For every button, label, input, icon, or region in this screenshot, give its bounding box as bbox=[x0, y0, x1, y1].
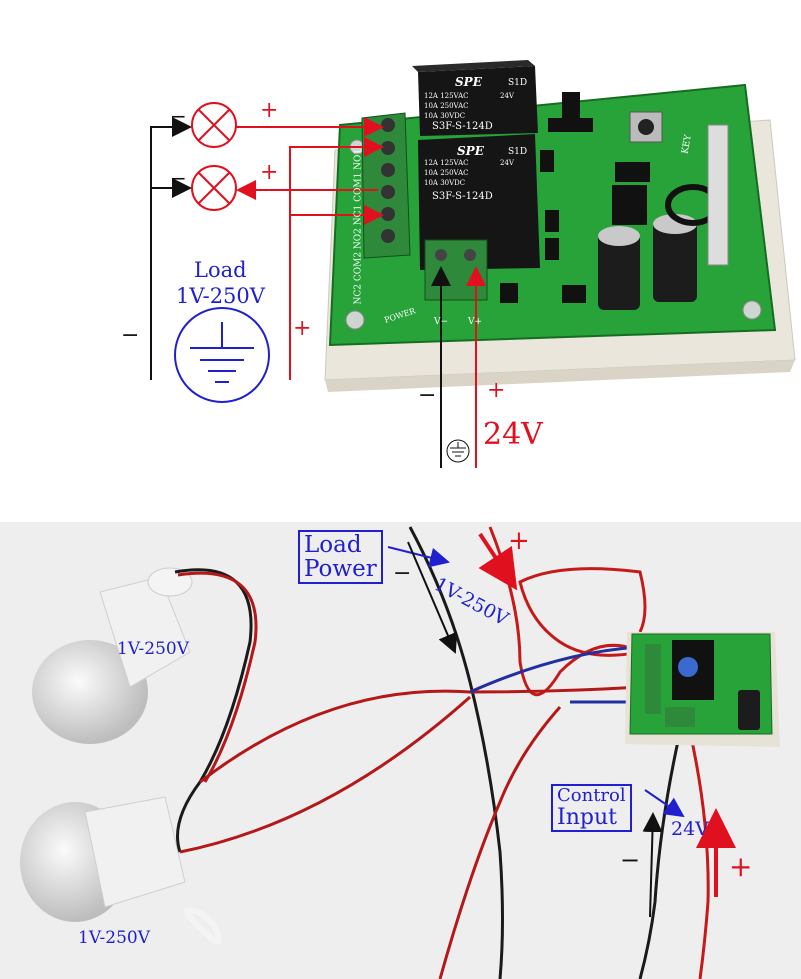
load-negative-arrow bbox=[407, 541, 458, 654]
relay-2-brand: SPE bbox=[457, 144, 484, 158]
load-positive-wire bbox=[236, 117, 384, 380]
control-plus: + bbox=[729, 850, 753, 883]
diode bbox=[540, 150, 554, 172]
power-terminal-block bbox=[424, 239, 488, 301]
jumper-header bbox=[548, 92, 593, 132]
relay-1-coil: 24V bbox=[500, 92, 514, 100]
bulb-2 bbox=[20, 796, 222, 945]
load-power-line2: Power bbox=[304, 556, 377, 583]
relay-module-board bbox=[625, 632, 780, 747]
wiring-photo-drawing bbox=[20, 526, 780, 979]
relay-1-brand: SPE bbox=[455, 75, 482, 89]
v-plus-label: V+ bbox=[468, 317, 483, 327]
load-power-arrow bbox=[387, 546, 450, 568]
lamp-2-icon bbox=[191, 165, 237, 211]
supply-plus-label: + bbox=[487, 378, 506, 403]
relay-1-code: S1D bbox=[508, 78, 528, 88]
relay-2-rating-2: 10A 250VAC bbox=[424, 169, 469, 177]
supply-voltage-label: 24V bbox=[483, 417, 543, 452]
bulb-1 bbox=[32, 567, 193, 744]
relay-2-coil: 24V bbox=[500, 159, 514, 167]
bulb-2-label: 1V-250V bbox=[78, 928, 151, 948]
top-wiring-diagram bbox=[150, 60, 796, 468]
output-terminal-block bbox=[361, 112, 411, 259]
control-negative-arrow bbox=[642, 812, 663, 918]
lamp-2-minus: − bbox=[170, 166, 187, 190]
v-minus-label: V− bbox=[434, 317, 449, 327]
regulator bbox=[562, 285, 586, 303]
control-minus: − bbox=[620, 846, 641, 874]
relay-2 bbox=[418, 134, 540, 270]
ground-symbol-icon bbox=[174, 307, 270, 403]
load-label: Load bbox=[194, 258, 247, 282]
relay-1-rating-1: 12A 125VAC bbox=[424, 92, 469, 100]
chip-ic-small bbox=[615, 162, 650, 182]
relay-2-rating-3: 10A 30VDC bbox=[424, 179, 466, 187]
relay-2-model: S3F-S-124D bbox=[432, 191, 493, 202]
relay-1-model: S3F-S-124D bbox=[432, 121, 493, 132]
load-power-box: Load Power bbox=[298, 530, 383, 585]
relay-1 bbox=[412, 60, 538, 136]
capacitors bbox=[598, 214, 697, 310]
load-power-minus: − bbox=[393, 561, 412, 586]
relay-1-rating-2: 10A 250VAC bbox=[424, 102, 469, 110]
diode bbox=[500, 283, 518, 303]
crystal bbox=[707, 124, 729, 266]
control-input-box: Control Input bbox=[551, 784, 632, 832]
control-line2: Input bbox=[557, 804, 617, 830]
relay-2-rating-1: 12A 125VAC bbox=[424, 159, 469, 167]
load-power-line1: Load bbox=[304, 532, 362, 558]
lamp-1-minus: − bbox=[170, 104, 187, 128]
chip-ic bbox=[612, 185, 647, 225]
relay-1-rating-3: 10A 30VDC bbox=[424, 112, 466, 120]
load-positive-arrow bbox=[478, 532, 518, 591]
diode bbox=[545, 238, 559, 260]
lamp-1-icon bbox=[191, 102, 237, 148]
key-button bbox=[629, 111, 663, 143]
supply-minus-label: − bbox=[418, 383, 437, 408]
terminal-labels: NC2 COM2 NO2 NC1 COM1 NO1 bbox=[353, 148, 364, 305]
lamp-1-plus: + bbox=[260, 98, 279, 123]
relay-2-code: S1D bbox=[508, 147, 528, 157]
load-plus-label: + bbox=[293, 316, 312, 341]
control-line1: Control bbox=[557, 785, 626, 806]
load-range-label: 1V-250V bbox=[176, 284, 265, 308]
lamp-2-plus: + bbox=[260, 160, 279, 185]
control-voltage-label: 24V bbox=[671, 818, 709, 840]
load-negative-wire bbox=[150, 117, 192, 380]
control-input-arrow bbox=[644, 789, 685, 818]
diode bbox=[545, 210, 559, 232]
bulb-1-label: 1V-250V bbox=[117, 639, 190, 659]
small-ground-icon bbox=[446, 439, 470, 463]
load-minus-label: − bbox=[121, 323, 140, 348]
load-power-plus: + bbox=[508, 526, 530, 556]
